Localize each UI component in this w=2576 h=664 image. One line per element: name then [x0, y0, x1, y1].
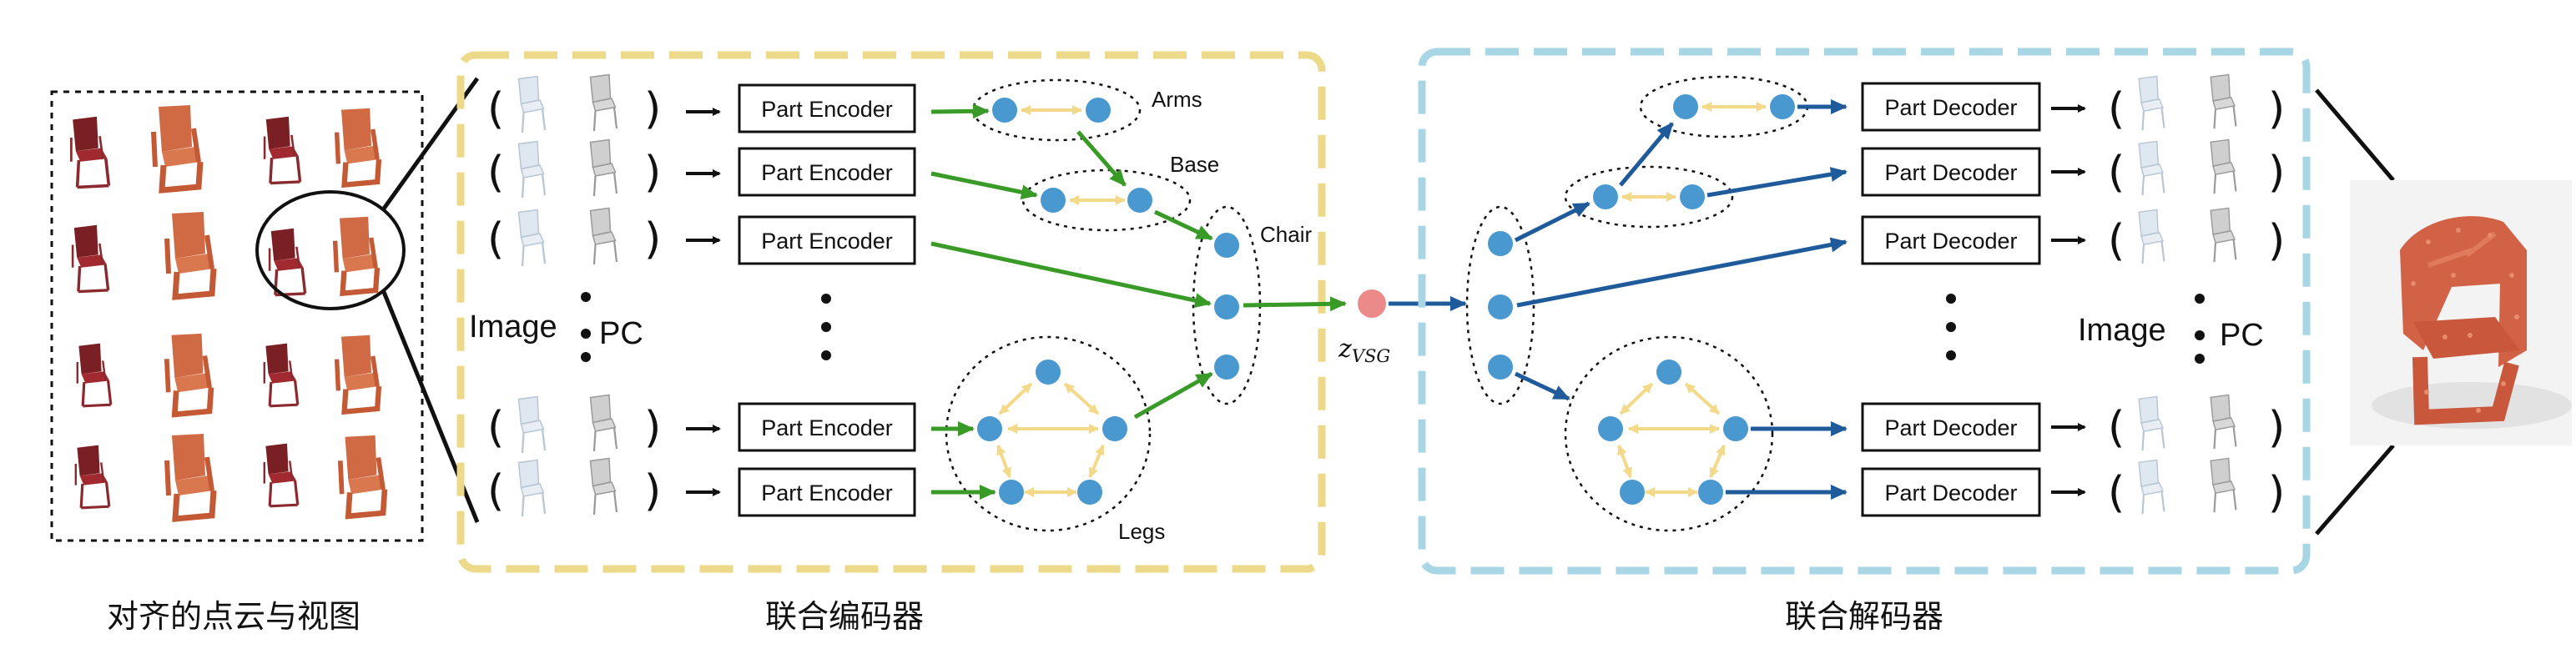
part-encoder-block: Part Encoder	[738, 83, 916, 133]
encoder-input-row: ( )	[487, 207, 721, 268]
decoder-output-row: ( )	[2051, 73, 2285, 134]
graph-node	[1102, 416, 1127, 441]
graph-node	[1488, 231, 1513, 256]
svg-text:(: (	[2108, 148, 2125, 198]
graph-node	[1770, 94, 1795, 119]
latent-node	[1358, 289, 1386, 318]
part-decoder-block: Part Decoder	[1861, 147, 2041, 197]
encoder-input-row: ( )	[487, 138, 721, 199]
part-decoder-block: Part Decoder	[1861, 467, 2041, 517]
graph-node	[1723, 416, 1748, 441]
svg-text:Part Encoder: Part Encoder	[761, 97, 893, 122]
svg-text:(: (	[2108, 84, 2125, 134]
zoom-line	[2315, 88, 2395, 182]
decoder-output-row: ( )	[2051, 394, 2285, 453]
chair-grid	[69, 105, 385, 519]
graph-node	[1041, 188, 1066, 213]
base-label: Base	[1170, 152, 1219, 177]
graph-node	[1488, 355, 1513, 380]
svg-text:Part Encoder: Part Encoder	[761, 229, 893, 254]
svg-text:Part Decoder: Part Decoder	[1884, 160, 2017, 185]
graph-node	[1214, 233, 1239, 258]
graph-node	[1214, 355, 1239, 380]
zoom-line	[2315, 444, 2395, 536]
joint-decoder: Part Decoder Part Decoder Part Decoder P…	[1418, 48, 2311, 635]
graph-node	[1673, 94, 1698, 119]
svg-text:(: (	[2108, 216, 2125, 266]
decoder-hierarchy-graph	[1465, 75, 1848, 532]
latent-label: zVSG	[1338, 335, 1390, 366]
svg-text:(: (	[2108, 403, 2125, 453]
graph-node	[1214, 294, 1239, 319]
legs-label: Legs	[1118, 519, 1165, 544]
svg-text:): )	[644, 466, 661, 516]
svg-text:): )	[2268, 403, 2285, 453]
part-decoder-block: Part Decoder	[1861, 215, 2041, 265]
graph-node	[1680, 184, 1705, 209]
graph-node	[999, 480, 1024, 505]
svg-text:Part Encoder: Part Encoder	[761, 160, 893, 185]
encoder-hierarchy-graph: Arms Base Chair	[930, 78, 1347, 544]
graph-node	[1698, 480, 1723, 505]
graph-node	[1077, 480, 1102, 505]
svg-text:): )	[644, 214, 661, 264]
graph-node	[1488, 294, 1513, 319]
graph-node	[1127, 188, 1152, 213]
decoder-image-label: Image	[2078, 313, 2166, 348]
svg-text:(: (	[487, 403, 504, 453]
encoder-image-label: Image	[469, 309, 557, 345]
graph-node	[977, 416, 1002, 441]
encoder-input-row: ( )	[487, 73, 721, 134]
decoder-output-row: ( )	[2051, 457, 2285, 518]
left-caption: 对齐的点云与视图	[107, 598, 360, 635]
graph-node	[992, 98, 1017, 123]
joint-encoder: ( ) ( ) ( ) ( ) (	[456, 51, 1347, 635]
graph-node	[1620, 480, 1645, 505]
svg-text:Part Encoder: Part Encoder	[761, 415, 893, 440]
svg-text:Part Decoder: Part Decoder	[1884, 480, 2017, 506]
svg-text:Part Encoder: Part Encoder	[761, 480, 893, 506]
encoder-caption: 联合编码器	[765, 598, 924, 635]
svg-text:): )	[2268, 468, 2285, 518]
output-point-cloud	[2315, 88, 2572, 536]
encoder-input-row: ( )	[487, 457, 721, 518]
svg-text:(: (	[487, 214, 504, 264]
graph-node	[1656, 360, 1681, 385]
point-cloud-chair	[2372, 216, 2572, 429]
svg-text:Part Decoder: Part Decoder	[1884, 229, 2017, 254]
part-encoder-block: Part Encoder	[738, 215, 916, 265]
decoder-output-row: ( )	[2051, 207, 2285, 266]
svg-text:): )	[2268, 216, 2285, 266]
graph-node	[1593, 184, 1618, 209]
graph-node	[1598, 416, 1623, 441]
decoder-caption: 联合解码器	[1785, 598, 1943, 635]
graph-node	[1086, 98, 1111, 123]
highlight-ellipse	[255, 190, 406, 310]
svg-text:): )	[644, 148, 661, 198]
graph-node	[1036, 360, 1061, 385]
part-encoder-block: Part Encoder	[738, 402, 916, 452]
chair-label: Chair	[1260, 222, 1312, 247]
svg-text:): )	[644, 403, 661, 453]
svg-text:(: (	[487, 148, 504, 198]
svg-text:(: (	[2108, 468, 2125, 518]
svg-text:Part Decoder: Part Decoder	[1884, 415, 2017, 440]
svg-text:(: (	[487, 84, 504, 134]
encoder-pc-label: PC	[599, 316, 643, 351]
svg-text:): )	[644, 84, 661, 134]
arms-label: Arms	[1152, 87, 1202, 112]
part-encoder-block: Part Encoder	[738, 467, 916, 517]
part-encoder-block: Part Encoder	[738, 147, 916, 197]
aligned-data-panel: 对齐的点云与视图	[50, 77, 480, 635]
decoder-pc-label: PC	[2220, 318, 2264, 353]
part-decoder-block: Part Decoder	[1861, 402, 2041, 452]
svg-text:): )	[2268, 148, 2285, 198]
svg-text:): )	[2268, 84, 2285, 134]
svg-text:Part Decoder: Part Decoder	[1884, 95, 2017, 120]
svg-text:(: (	[487, 466, 504, 516]
latent-code: zVSG	[1338, 289, 1467, 366]
encoder-input-row: ( )	[487, 394, 721, 455]
decoder-output-row: ( )	[2051, 138, 2285, 198]
part-decoder-block: Part Decoder	[1861, 82, 2041, 132]
